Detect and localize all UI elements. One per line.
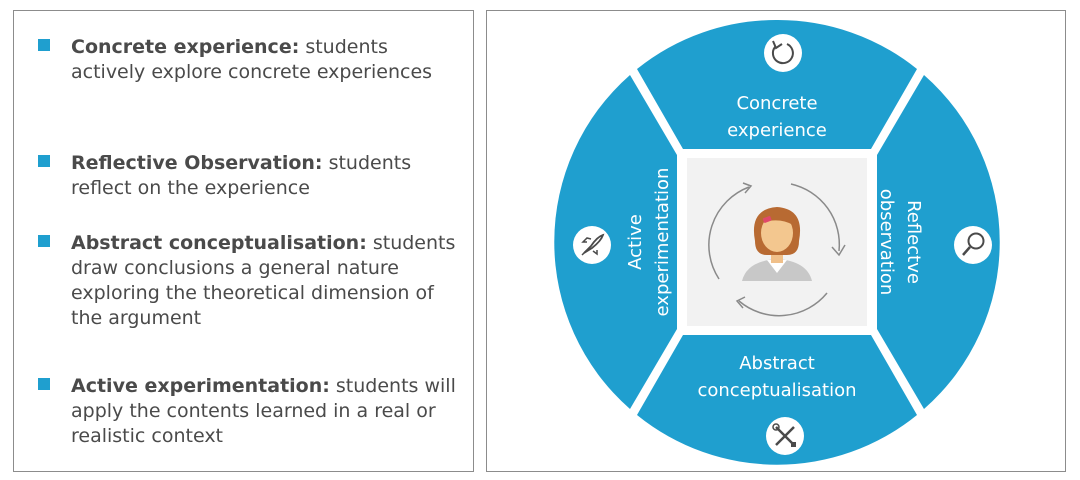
bullet-square-icon [38, 39, 50, 51]
bullet-title: Abstract conceptualisation: [71, 232, 367, 254]
segment-label-left-line1: Active [625, 214, 646, 270]
bullet-square-icon [38, 235, 50, 247]
list-item-concrete-experience: Concrete experience: students actively e… [38, 35, 458, 85]
bullet-body: students reflect on the experience [71, 152, 412, 199]
list-item-abstract-conceptualisation: Abstract conceptualisation: students dra… [38, 231, 458, 331]
bullet-title: Active experimentation: [71, 375, 330, 397]
bullet-title: Reflective Observation: [71, 152, 323, 174]
segment-active-experimentation [554, 75, 677, 409]
list-item-active-experimentation: Active experimentation: students will ap… [38, 374, 458, 449]
segment-label-right-line2: observation [876, 189, 897, 295]
bullet-square-icon [38, 155, 50, 167]
bullet-title: Concrete experience: [71, 36, 300, 58]
student-avatar-icon [742, 207, 812, 281]
learning-cycle-panel: Concrete experience Abstract conceptuali… [486, 10, 1066, 472]
segment-label-right-line1: Reflectve [903, 200, 924, 284]
rocket-icon [573, 226, 611, 264]
refresh-icon [764, 34, 802, 72]
segment-label-top-line1: Concrete [736, 93, 817, 114]
bullet-body: students will apply the contents learned… [71, 375, 456, 447]
magnifier-icon [954, 226, 992, 264]
list-item-reflective-observation: Reflective Observation: students reflect… [38, 151, 458, 201]
segment-label-bottom-line2: conceptualisation [697, 380, 856, 401]
tools-icon [766, 417, 804, 455]
segment-label-bottom-line1: Abstract [739, 353, 815, 374]
learning-stages-list: Concrete experience: students actively e… [13, 10, 474, 472]
segment-concrete-experience [637, 19, 917, 149]
segment-reflective-observation [877, 75, 1000, 409]
segment-label-top-line2: experience [727, 120, 827, 141]
cycle-arrows-icon [708, 182, 846, 317]
segment-label-left-line2: experimentation [652, 168, 673, 317]
bullet-square-icon [38, 378, 50, 390]
bullet-body: students draw conclusions a general natu… [71, 232, 456, 329]
segment-abstract-conceptualisation [637, 335, 917, 465]
bullet-body: students actively explore concrete exper… [71, 36, 433, 83]
learning-cycle-diagram: Concrete experience Abstract conceptuali… [554, 19, 1000, 465]
